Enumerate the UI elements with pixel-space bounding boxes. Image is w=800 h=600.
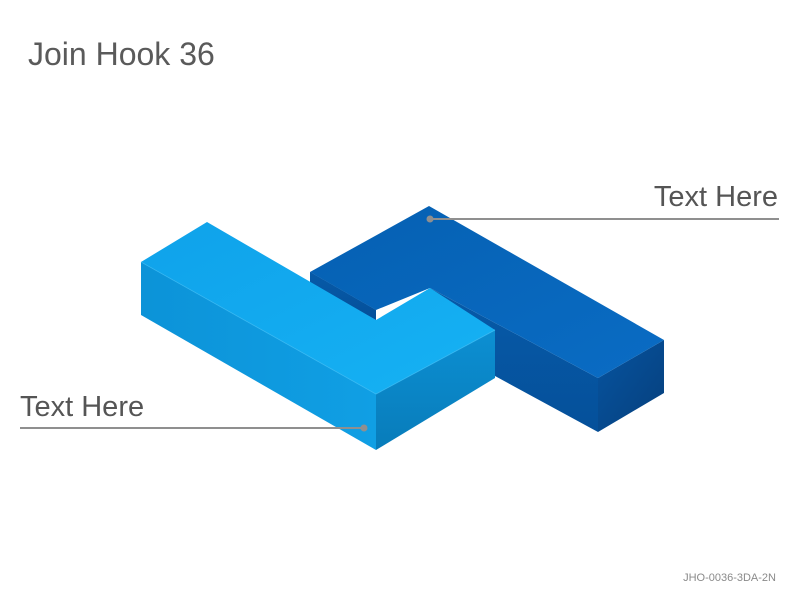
dark-blue-block (310, 206, 664, 432)
callout-left-text[interactable]: Text Here (20, 391, 145, 423)
light-block-top-face (141, 222, 495, 394)
dark-block-top-face (310, 206, 664, 378)
footer-code: JHO-0036-3DA-2N (683, 572, 776, 584)
dark-block-end-face (598, 340, 664, 432)
light-block-end-face (376, 330, 495, 450)
callout-right-text[interactable]: Text Here (653, 181, 778, 213)
light-block-front-face (141, 262, 376, 450)
light-blue-block (140, 222, 496, 450)
light-block-edge-highlight (140, 261, 496, 395)
callout-left-leader (20, 424, 368, 432)
callout-right-leader (426, 215, 779, 223)
callout-left-dot (360, 424, 368, 432)
dark-block-front-face (430, 288, 598, 432)
slide-title: Join Hook 36 (28, 36, 215, 72)
dark-block-left-face (310, 272, 376, 320)
callout-right-dot (426, 215, 434, 223)
